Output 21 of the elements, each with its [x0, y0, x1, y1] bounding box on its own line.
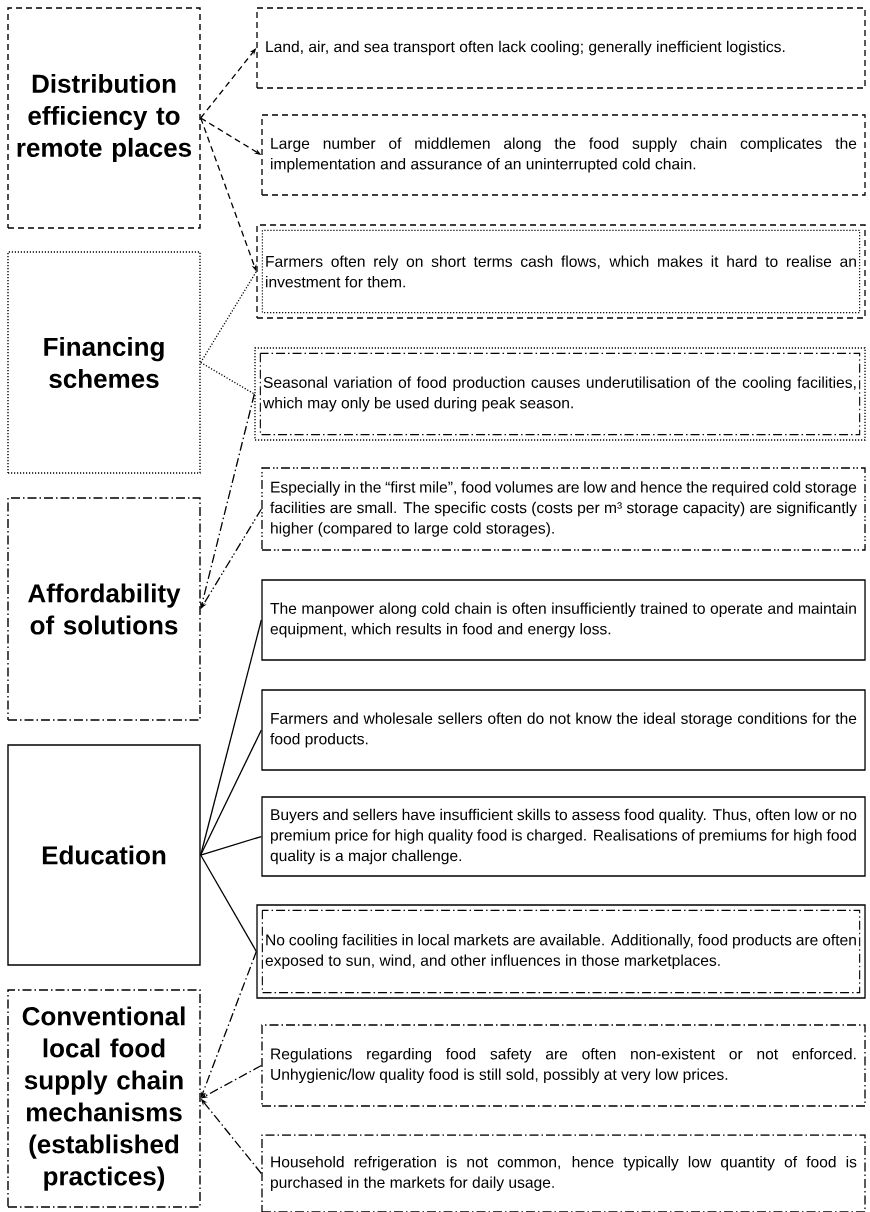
description-box: Household refrigeration is not common, hence typically low quantity of food is purchased in the markets for daily usage.	[261, 1134, 866, 1212]
category-box: Education	[7, 744, 201, 966]
description-box: Regulations regarding food safety are often non-existent or not enforced. Unhygienic/low quality food is still sold, possibly at very low prices.	[261, 1024, 866, 1107]
category-box: Distribution efficiency to remote places	[7, 7, 201, 229]
description-box: No cooling facilities in local markets are available. Additionally, food products are often exposed to sun, wind, and other influences in those marketplaces.	[256, 904, 866, 999]
description-box: The manpower along cold chain is often insufficiently trained to operate and maintain equipment, which results in food and energy loss.	[261, 579, 866, 661]
description-box: Especially in the “first mile”, food volumes are low and hence the required cold storage facilities are small. The specific costs (costs per m³ storage capacity) are significantly higher (compared to large cold storages).	[261, 467, 866, 551]
category-box: Conventional local food supply chain mechanisms (established practices)	[7, 989, 201, 1208]
connector-line	[200, 854, 257, 953]
description-box: Land, air, and sea transport often lack cooling; generally inefficient logistics.	[256, 7, 866, 89]
connector-line	[200, 619, 262, 856]
description-box: Buyers and sellers have insufficient skills to assess food quality. Thus, often low or no premium price for high quality food is charged. Realisations of premiums for high food quality is a major challenge.	[261, 796, 866, 877]
connector-line	[200, 835, 262, 856]
category-box: Financing schemes	[7, 251, 201, 474]
description-box: Large number of middlemen along the food supply chain complicates the implementation and assurance of an uninterrupted cold chain.	[261, 114, 866, 196]
description-box: Farmers and wholesale sellers often do not know the ideal storage conditions for the food products.	[261, 689, 866, 771]
connector-line	[200, 361, 255, 395]
connector-line	[200, 729, 262, 856]
description-box: Seasonal variation of food production causes underutilisation of the cooling facilities, which may only be used during peak season.	[254, 347, 866, 441]
category-box: Affordability of solutions	[7, 497, 201, 721]
description-box: Farmers often rely on short terms cash flows, which makes it hard to realise an investment for them.	[256, 224, 866, 319]
